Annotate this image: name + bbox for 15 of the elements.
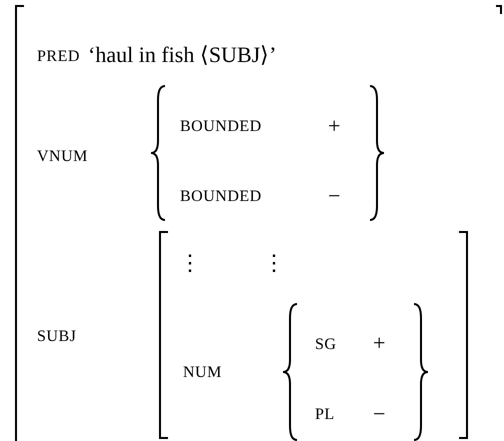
feature-value: ‘haul in fish ⟨SUBJ⟩’ <box>88 44 276 66</box>
feature-name: SG <box>315 337 336 353</box>
feature-name: NUM <box>183 365 222 381</box>
feature-value: − <box>373 403 386 425</box>
ellipsis: ⋮ <box>179 252 201 274</box>
feature-value: + <box>328 115 340 137</box>
feature-name: PL <box>315 407 335 423</box>
feature-value: − <box>328 185 340 207</box>
feature-value: + <box>373 332 386 354</box>
feature-name: PRED <box>37 49 80 65</box>
feature-name: SUBJ <box>37 329 76 345</box>
feature-name: BOUNDED <box>180 119 262 135</box>
ellipsis: ⋮ <box>263 252 285 274</box>
feature-name: VNUM <box>37 149 88 165</box>
feature-name: BOUNDED <box>180 189 262 205</box>
